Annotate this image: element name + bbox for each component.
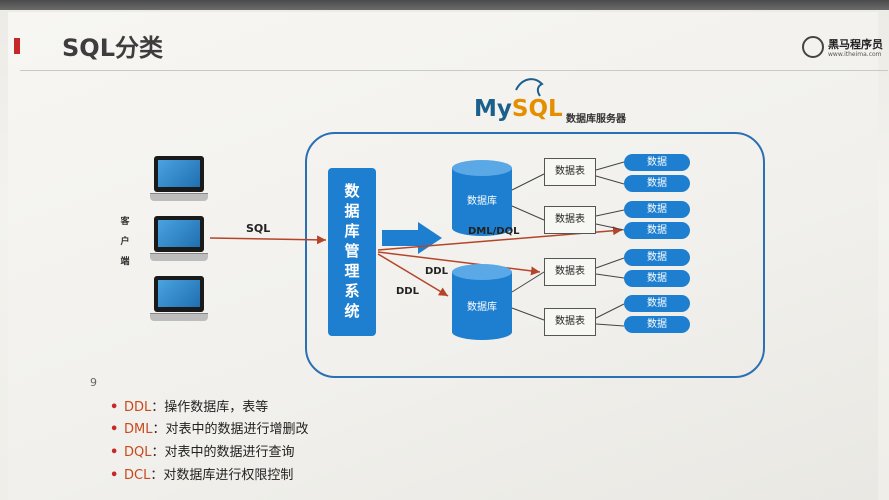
- record-pill: 数据: [624, 270, 690, 287]
- table-record-line: [595, 175, 625, 185]
- db2-table3-line: [511, 271, 545, 293]
- sql-label: SQL: [246, 222, 271, 235]
- bullet-key: DCL: [124, 468, 151, 483]
- table-box: 数据表: [544, 258, 596, 286]
- bullet-item: • DDL：操作数据库，表等: [110, 396, 268, 415]
- table-box: 数据表: [544, 158, 596, 186]
- record-pill: 数据: [624, 154, 690, 171]
- ddl-db-arrow: [377, 253, 449, 297]
- client-label-char: 户: [120, 237, 130, 247]
- mysql-logo-my: My: [474, 96, 512, 122]
- table-record-line: [595, 257, 625, 269]
- database-server-box: [305, 132, 765, 378]
- bullet-text: ：对表中的数据进行增删改: [152, 422, 309, 437]
- brand-name: 黑马程序员: [828, 38, 883, 51]
- bullet-dot-icon: •: [110, 445, 119, 460]
- mysql-logo-sql: SQL: [511, 96, 563, 122]
- record-pill: 数据: [624, 295, 690, 312]
- bullet-item: • DQL：对表中的数据进行查询: [110, 441, 295, 460]
- dbms-block: [328, 168, 376, 336]
- dbms-label-char: 据: [344, 202, 360, 220]
- database-cylinder: [452, 264, 512, 340]
- database-label: 数据库: [467, 302, 497, 313]
- table-record-line: [595, 323, 625, 327]
- bullet-dot-icon: •: [110, 400, 119, 415]
- ddl-label: DDL: [425, 266, 448, 277]
- brand-logo: 黑马程序员 www.itheima.com: [798, 34, 888, 66]
- bullet-dot-icon: •: [110, 468, 119, 483]
- title-divider: [20, 70, 888, 71]
- dbms-label-char: 理: [344, 262, 360, 280]
- record-pill: 数据: [624, 316, 690, 333]
- table-record-line: [595, 223, 625, 231]
- dbms-label-char: 管: [344, 242, 360, 260]
- ddl-label: DDL: [396, 286, 419, 297]
- table-record-line: [595, 273, 625, 279]
- sql-arrow: [209, 235, 327, 245]
- db1-table2-line: [511, 205, 545, 221]
- page-mark: 9: [90, 376, 97, 389]
- record-pill: 数据: [624, 249, 690, 266]
- client-label-char: 客: [120, 217, 130, 227]
- bullet-text: ：操作数据库，表等: [151, 400, 269, 415]
- bullet-text: ：对数据库进行权限控制: [150, 468, 294, 483]
- server-label: 数据库服务器: [566, 114, 626, 125]
- database-cylinder: [452, 160, 512, 236]
- record-pill: 数据: [624, 201, 690, 218]
- brand-url: www.itheima.com: [828, 51, 882, 58]
- bullet-text: ：对表中的数据进行查询: [151, 445, 295, 460]
- slide-title: SQL分类: [62, 34, 163, 62]
- database-label: 数据库: [467, 196, 497, 207]
- table-record-line: [595, 161, 625, 171]
- dbms-label-char: 统: [344, 302, 360, 320]
- db1-table1-line: [511, 173, 545, 191]
- dml-dql-label: DML/DQL: [468, 226, 520, 237]
- table-record-line: [595, 303, 625, 319]
- bullet-dot-icon: •: [110, 422, 119, 437]
- bullet-key: DQL: [124, 445, 152, 460]
- dbms-label-char: 系: [344, 282, 360, 300]
- bullet-key: DDL: [124, 400, 152, 415]
- dbms-label-char: 数: [344, 182, 360, 200]
- ddl-table-arrow: [377, 251, 541, 276]
- window-top-bar: [0, 0, 889, 10]
- db2-table4-line: [511, 307, 545, 321]
- bullet-item: • DCL：对数据库进行权限控制: [110, 464, 293, 483]
- record-pill: 数据: [624, 222, 690, 239]
- table-record-line: [595, 209, 625, 217]
- title-accent-bar: [14, 38, 20, 54]
- record-pill: 数据: [624, 175, 690, 192]
- mysql-logo: MySQL: [474, 96, 563, 122]
- table-box: 数据表: [544, 206, 596, 234]
- horse-logo-icon: [802, 36, 824, 58]
- bullet-item: • DML：对表中的数据进行增删改: [110, 418, 309, 437]
- bullet-key: DML: [124, 422, 153, 437]
- table-box: 数据表: [544, 308, 596, 336]
- dbms-label-char: 库: [344, 222, 360, 240]
- client-label-char: 端: [120, 257, 130, 267]
